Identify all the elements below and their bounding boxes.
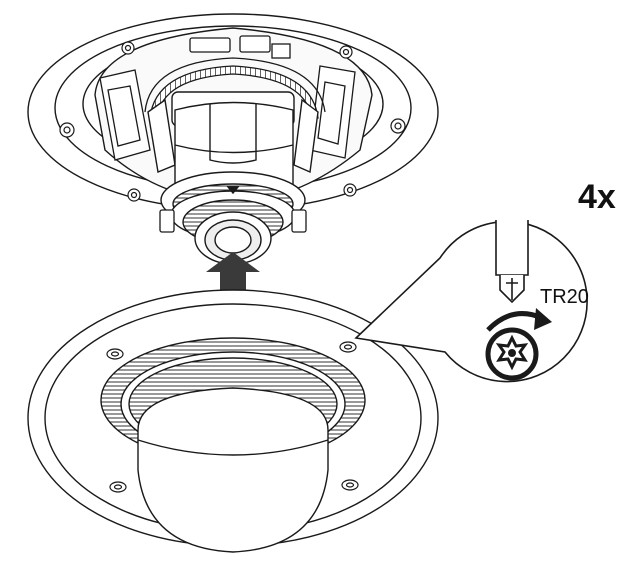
torx-screwdriver-icon <box>495 220 529 304</box>
dome-bubble <box>137 387 329 553</box>
cover-screw-holes <box>106 341 359 493</box>
quantity-label: 4x <box>578 178 616 216</box>
base-brackets <box>99 35 356 161</box>
bit-size-label: TR20 <box>540 286 589 308</box>
assembly-up-arrow <box>206 252 260 312</box>
torx-screw-icon <box>485 327 539 381</box>
lens-side-clips <box>159 209 307 233</box>
clockwise-arrow-icon <box>486 308 552 332</box>
lens-module <box>160 101 306 265</box>
base-mounting-holes <box>59 41 406 202</box>
